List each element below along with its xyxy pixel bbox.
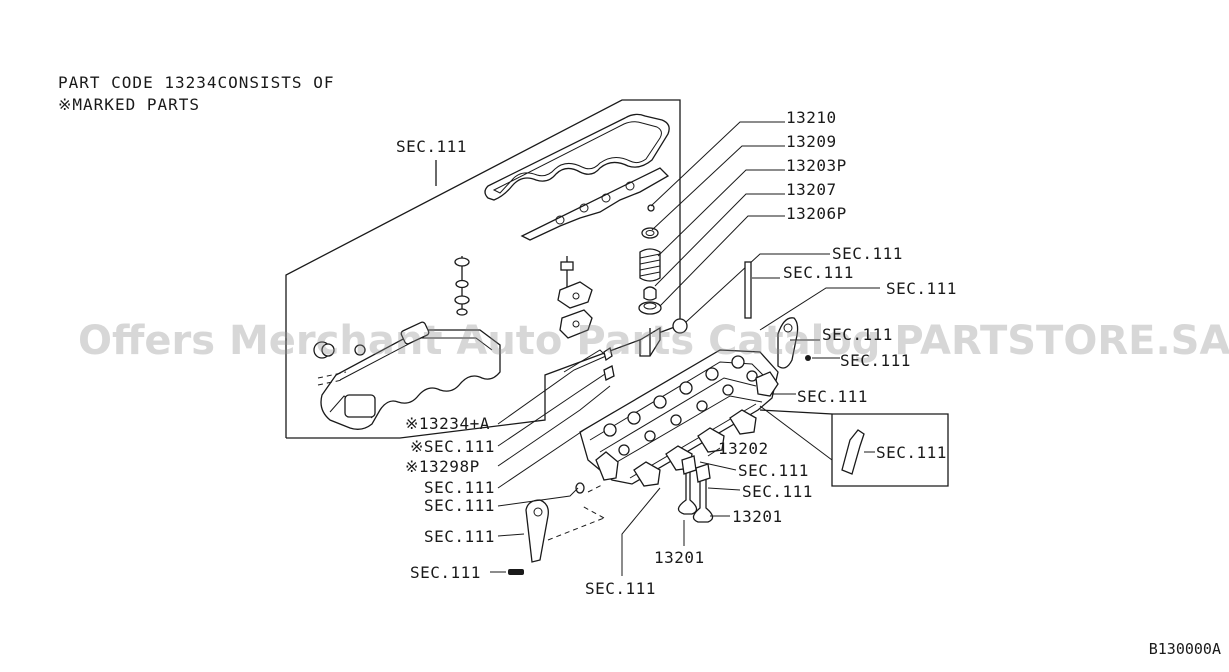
baffle-plate	[520, 167, 670, 241]
header-line-1: PART CODE 13234CONSISTS OF	[58, 73, 335, 92]
label-13234-a[interactable]: ※13234+A	[405, 414, 490, 433]
diagram-code: B130000A	[1148, 640, 1221, 658]
label-13210[interactable]: 13210	[786, 108, 837, 127]
label-sec-r4[interactable]: SEC.111	[822, 325, 893, 344]
label-13203p[interactable]: 13203P	[786, 156, 847, 175]
label-sec-v1[interactable]: SEC.111	[738, 461, 809, 480]
rocker-cover	[320, 329, 501, 430]
valve-2	[692, 469, 714, 523]
label-sec-box[interactable]: SEC.111	[876, 443, 947, 462]
label-13206p[interactable]: 13206P	[786, 204, 847, 223]
label-sec-r5[interactable]: SEC.111	[840, 351, 911, 370]
rocker-cover-gasket	[484, 113, 670, 201]
label-sec-m1[interactable]: ※SEC.111	[410, 437, 495, 456]
valve-1	[677, 461, 698, 515]
label-sec-m5[interactable]: SEC.111	[410, 563, 481, 582]
label-sec-r1[interactable]: SEC.111	[832, 244, 903, 263]
label-sec-r2[interactable]: SEC.111	[783, 263, 854, 282]
label-sec-r6[interactable]: SEC.111	[797, 387, 868, 406]
label-13201-b[interactable]: 13201	[654, 548, 705, 567]
label-13209[interactable]: 13209	[786, 132, 837, 151]
label-sec-m3[interactable]: SEC.111	[424, 496, 495, 515]
label-sec-m2[interactable]: SEC.111	[424, 478, 495, 497]
label-sec-bottom[interactable]: SEC.111	[585, 579, 656, 598]
label-sec-v2[interactable]: SEC.111	[742, 482, 813, 501]
label-13202[interactable]: 13202	[718, 439, 769, 458]
header-line-2: ※MARKED PARTS	[58, 95, 200, 114]
label-13207[interactable]: 13207	[786, 180, 837, 199]
label-sec-top[interactable]: SEC.111	[396, 137, 467, 156]
label-13298p[interactable]: ※13298P	[405, 457, 480, 476]
label-sec-r3[interactable]: SEC.111	[886, 279, 957, 298]
label-13201-a[interactable]: 13201	[732, 507, 783, 526]
valve-spring	[639, 248, 661, 282]
label-sec-m4[interactable]: SEC.111	[424, 527, 495, 546]
